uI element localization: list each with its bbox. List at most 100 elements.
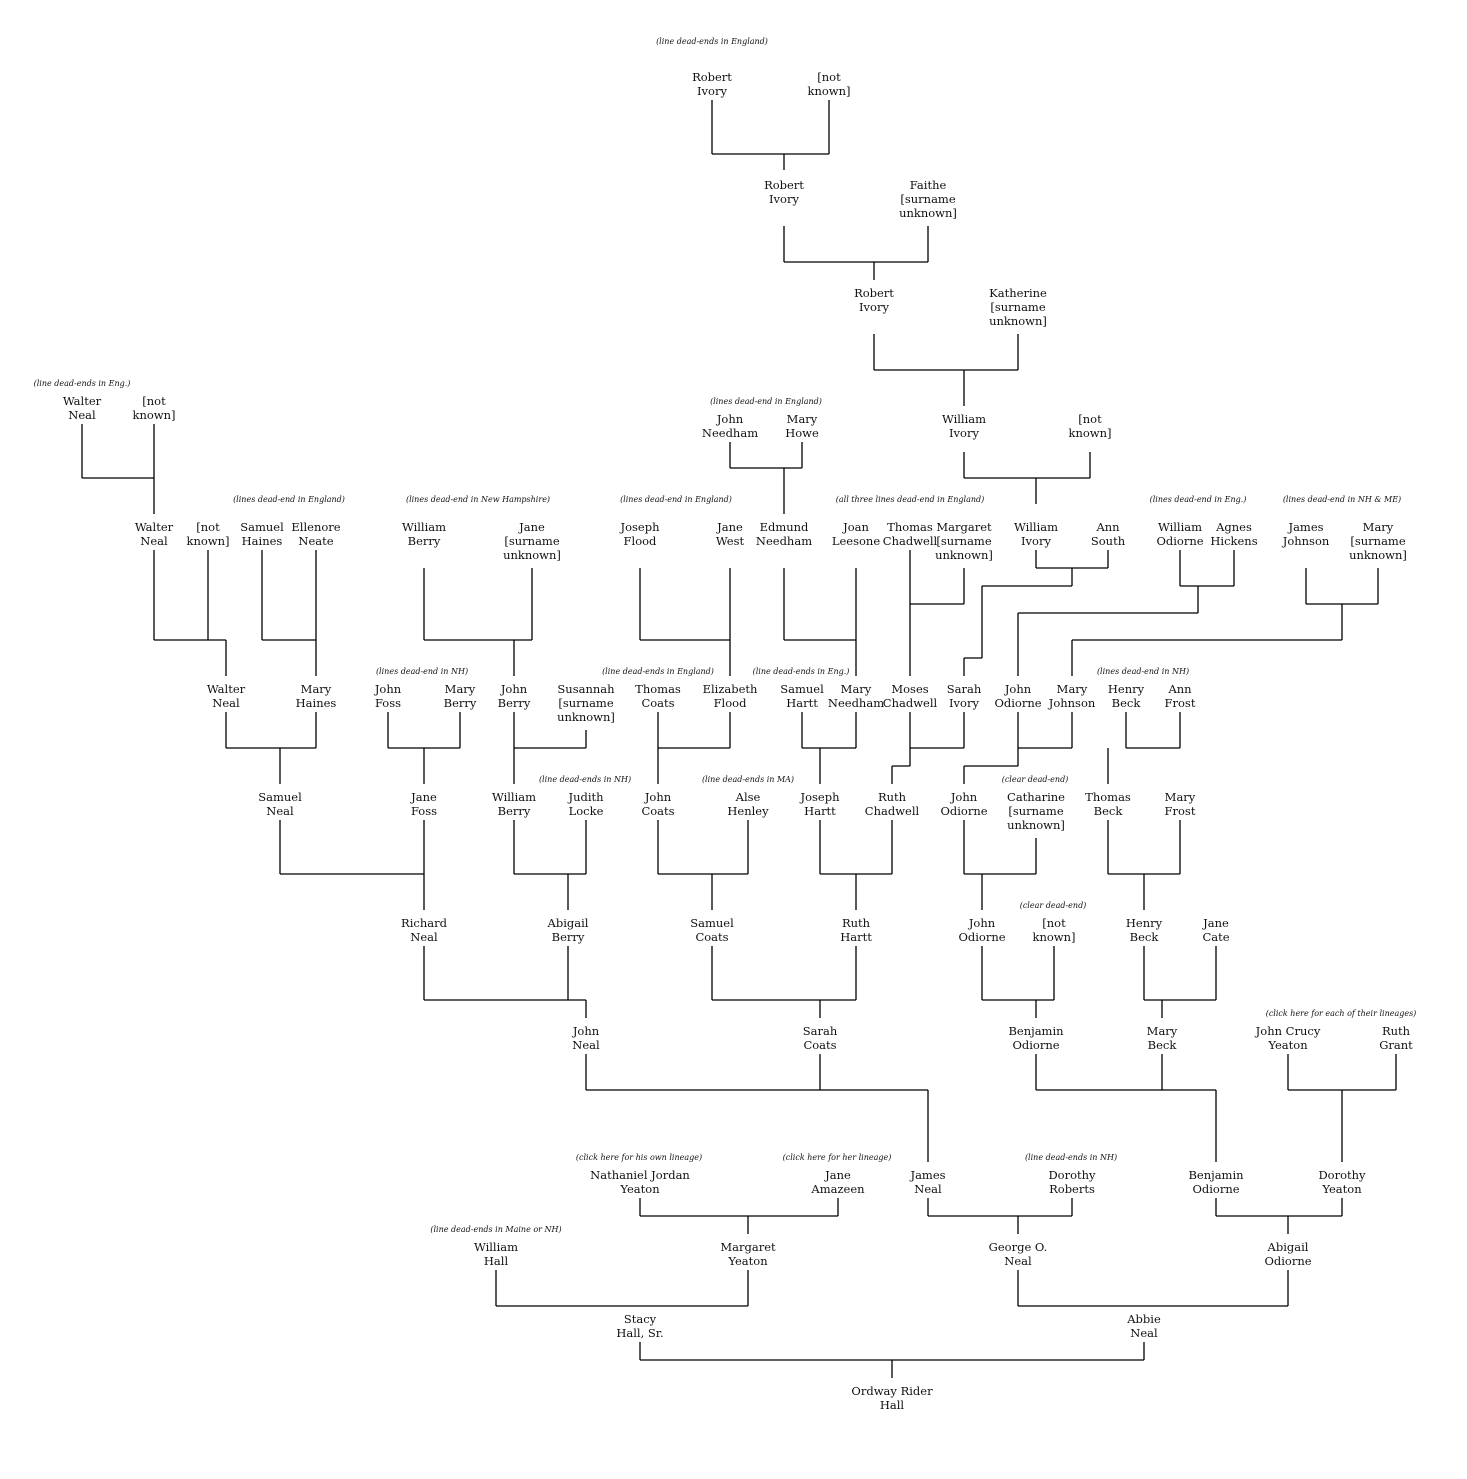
person-william-berry-2: William Berry xyxy=(491,790,537,818)
person-walter-neal-1: Walter Neal xyxy=(62,394,102,422)
note-locke-nh: (line dead-ends in NH) xyxy=(538,775,632,784)
person-thomas-chadwell: Thomas Chadwell xyxy=(882,520,938,548)
person-george-neal: George O. Neal xyxy=(988,1240,1048,1268)
person-william-ivory-2: William Ivory xyxy=(1013,520,1059,548)
person-john-coats: John Coats xyxy=(641,790,675,818)
person-benjamin-odiorne-2: Benjamin Odiorne xyxy=(1188,1168,1244,1196)
note-hartt-eng: (line dead-ends in Eng.) xyxy=(752,667,850,676)
note-hall-maine: (line dead-ends in Maine or NH) xyxy=(430,1225,562,1234)
person-jane-cate: Jane Cate xyxy=(1202,916,1230,944)
person-not-known-3: [not known] xyxy=(132,394,176,422)
person-joseph-flood: Joseph Flood xyxy=(620,520,660,548)
person-ann-frost: Ann Frost xyxy=(1164,682,1196,710)
person-not-known-5: [not known] xyxy=(1032,916,1076,944)
person-susannah: Susannah [surname unknown] xyxy=(557,682,615,724)
note-beck-frost-nh: (lines dead-end in NH) xyxy=(1096,667,1190,676)
person-henry-beck-2: Henry Beck xyxy=(1125,916,1163,944)
person-john-foss: John Foss xyxy=(374,682,402,710)
person-ellenore-neate: Ellenore Neate xyxy=(291,520,341,548)
person-abbie-neal: Abbie Neal xyxy=(1127,1312,1161,1340)
note-ivory-top: (line dead-ends in England) xyxy=(656,37,768,46)
person-jane-west: Jane West xyxy=(715,520,745,548)
person-faithe: Faithe [surname unknown] xyxy=(899,178,957,220)
person-mary-needham: Mary Needham xyxy=(827,682,885,710)
person-dorothy-yeaton: Dorothy Yeaton xyxy=(1318,1168,1366,1196)
note-not-known-clear: (clear dead-end) xyxy=(1019,901,1087,910)
note-henley-ma: (line dead-ends in MA) xyxy=(701,775,795,784)
person-jane-berry: Jane [surname unknown] xyxy=(503,520,561,562)
person-samuel-haines: Samuel Haines xyxy=(240,520,284,548)
person-william-ivory-1: William Ivory xyxy=(941,412,987,440)
person-james-neal: James Neal xyxy=(910,1168,946,1196)
person-william-berry-1: William Berry xyxy=(401,520,447,548)
person-ruth-chadwell: Ruth Chadwell xyxy=(864,790,920,818)
note-coats-eng: (line dead-ends in England) xyxy=(602,667,714,676)
person-ruth-hartt: Ruth Hartt xyxy=(840,916,872,944)
note-needham-top: (lines dead-end in England) xyxy=(710,397,822,406)
person-robert-ivory-2: Robert Ivory xyxy=(764,178,804,206)
person-john-odiorne-3: John Odiorne xyxy=(958,916,1006,944)
person-ann-south: Ann South xyxy=(1090,520,1126,548)
person-walter-neal-3: Walter Neal xyxy=(206,682,246,710)
person-agnes-hickens: Agnes Hickens xyxy=(1210,520,1258,548)
person-not-known-4: [not known] xyxy=(186,520,230,548)
person-henry-beck-1: Henry Beck xyxy=(1107,682,1145,710)
person-edmund-needham: Edmund Needham xyxy=(755,520,813,548)
lineage-link-yeaton-grant[interactable]: (click here for each of their lineages) xyxy=(1265,1009,1417,1018)
note-odiorne-eng: (lines dead-end in Eng.) xyxy=(1149,495,1247,504)
person-dorothy-roberts: Dorothy Roberts xyxy=(1048,1168,1096,1196)
person-judith-locke: Judith Locke xyxy=(568,790,604,818)
person-samuel-neal: Samuel Neal xyxy=(258,790,302,818)
person-richard-neal: Richard Neal xyxy=(401,916,447,944)
person-sarah-ivory: Sarah Ivory xyxy=(946,682,982,710)
lineage-link-nathaniel-yeaton[interactable]: (click here for his own lineage) xyxy=(575,1153,703,1162)
person-mary-frost: Mary Frost xyxy=(1164,790,1196,818)
person-jane-foss: Jane Foss xyxy=(410,790,438,818)
person-william-odiorne: William Odiorne xyxy=(1156,520,1204,548)
person-katherine: Katherine [surname unknown] xyxy=(989,286,1047,328)
person-elizabeth-flood: Elizabeth Flood xyxy=(702,682,758,710)
person-john-odiorne-1: John Odiorne xyxy=(994,682,1042,710)
person-john-odiorne-2: John Odiorne xyxy=(940,790,988,818)
person-thomas-beck: Thomas Beck xyxy=(1085,790,1131,818)
person-stacy-hall: Stacy Hall, Sr. xyxy=(616,1312,664,1340)
person-mary-haines: Mary Haines xyxy=(295,682,337,710)
note-foss-nh: (lines dead-end in NH) xyxy=(375,667,469,676)
person-mary-berry: Mary Berry xyxy=(443,682,477,710)
person-william-hall: William Hall xyxy=(473,1240,519,1268)
person-jane-amazeen: Jane Amazeen xyxy=(811,1168,865,1196)
note-haines-neate: (lines dead-end in England) xyxy=(233,495,345,504)
person-john-berry: John Berry xyxy=(497,682,531,710)
note-walter-top: (line dead-ends in Eng.) xyxy=(33,379,131,388)
note-berry-nh: (lines dead-end in New Hampshire) xyxy=(405,495,551,504)
person-robert-ivory-1: Robert Ivory xyxy=(692,70,732,98)
person-joseph-hartt: Joseph Hartt xyxy=(800,790,840,818)
person-samuel-hartt: Samuel Hartt xyxy=(780,682,824,710)
note-roberts-nh: (line dead-ends in NH) xyxy=(1024,1153,1118,1162)
note-chadwell-three: (all three lines dead-end in England) xyxy=(835,495,985,504)
person-margaret-chadwell: Margaret [surname unknown] xyxy=(935,520,993,562)
person-margaret-yeaton: Margaret Yeaton xyxy=(720,1240,776,1268)
person-joan-leesone: Joan Leesone xyxy=(831,520,881,548)
person-mary-beck: Mary Beck xyxy=(1146,1024,1178,1052)
person-nathaniel-yeaton: Nathaniel Jordan Yeaton xyxy=(590,1168,690,1196)
person-walter-neal-2: Walter Neal xyxy=(134,520,174,548)
person-moses-chadwell: Moses Chadwell xyxy=(882,682,938,710)
person-john-needham: John Needham xyxy=(701,412,759,440)
person-catharine: Catharine [surname unknown] xyxy=(1007,790,1065,832)
person-mary-johnson-wife: Mary [surname unknown] xyxy=(1349,520,1407,562)
person-not-known-1: [not known] xyxy=(807,70,851,98)
note-catharine-clear: (clear dead-end) xyxy=(1001,775,1069,784)
person-not-known-2: [not known] xyxy=(1068,412,1112,440)
person-john-crucy-yeaton: John Crucy Yeaton xyxy=(1255,1024,1321,1052)
person-sarah-coats: Sarah Coats xyxy=(802,1024,838,1052)
person-james-johnson: James Johnson xyxy=(1282,520,1330,548)
person-john-neal: John Neal xyxy=(572,1024,600,1052)
person-abigail-berry: Abigail Berry xyxy=(547,916,589,944)
person-abigail-odiorne: Abigail Odiorne xyxy=(1264,1240,1312,1268)
person-robert-ivory-3: Robert Ivory xyxy=(854,286,894,314)
lineage-link-jane-amazeen[interactable]: (click here for her lineage) xyxy=(782,1153,892,1162)
person-thomas-coats: Thomas Coats xyxy=(635,682,681,710)
